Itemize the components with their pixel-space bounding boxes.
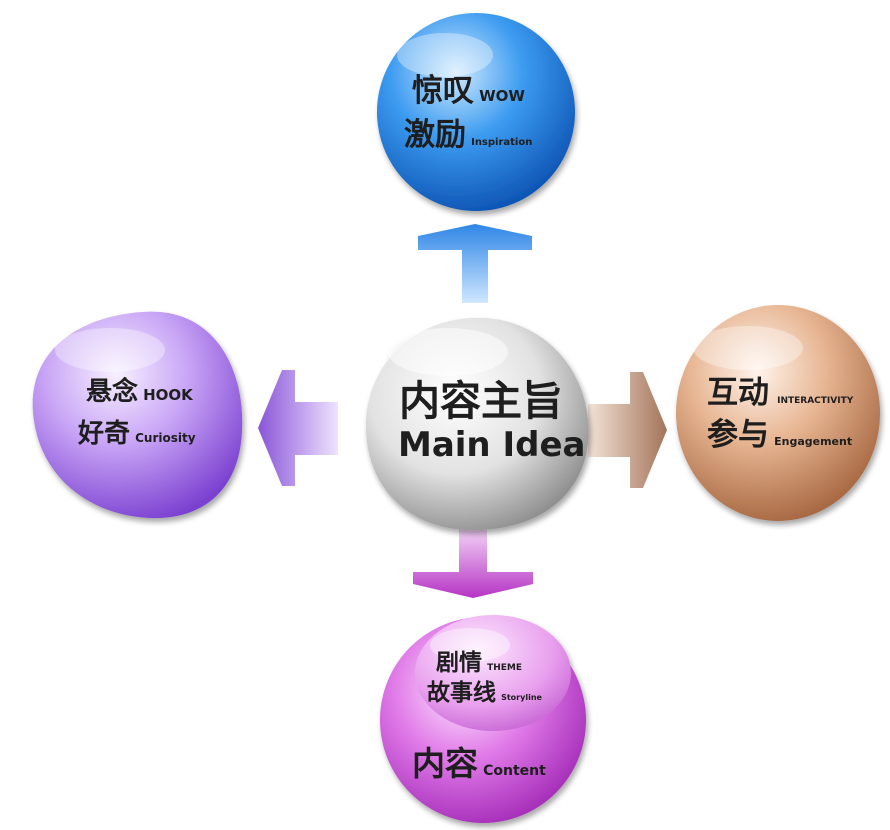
main-idea-en: Main Idea (398, 425, 585, 465)
arrow-right (588, 372, 667, 488)
top-line1-cn: 惊叹 (412, 73, 474, 109)
top-node (377, 13, 575, 211)
right-line1-cn: 互动 (707, 375, 769, 411)
svg-text:剧情 THEME: 剧情 THEME (436, 650, 522, 676)
bottom-inner-line2-cn: 故事线 (427, 679, 496, 706)
top-line2-cn: 激励 (404, 117, 466, 153)
left-line1-cn: 悬念 (86, 376, 138, 407)
left-line2-cn: 好奇 (77, 419, 130, 449)
svg-text:互动 INTERACTIVITY: 互动 INTERACTIVITY (707, 375, 854, 411)
arrow-up (418, 224, 532, 303)
right-node (676, 305, 880, 521)
bottom-outer-cn: 内容 (412, 744, 478, 783)
right-line1-en: INTERACTIVITY (777, 396, 854, 406)
bottom-node (380, 615, 586, 823)
bottom-inner-line2-en: Storyline (501, 693, 542, 702)
right-highlight (693, 326, 803, 370)
right-line2-cn: 参与 (707, 417, 769, 453)
top-line2-en: Inspiration (471, 137, 532, 148)
svg-text:故事线 Storyline: 故事线 Storyline (427, 679, 543, 706)
svg-text:内容 Content: 内容 Content (412, 744, 546, 783)
arrow-left (258, 370, 338, 486)
center-highlight (388, 328, 508, 376)
top-highlight (397, 33, 493, 77)
left-line1-en: HOOK (143, 386, 194, 404)
svg-text:好奇 Curiosity: 好奇 Curiosity (77, 419, 196, 449)
svg-text:激励 Inspiration: 激励 Inspiration (404, 117, 532, 153)
main-idea-cn: 内容主旨 (399, 377, 563, 425)
bottom-outer-en: Content (483, 763, 546, 779)
svg-text:惊叹 WOW: 惊叹 WOW (412, 73, 525, 109)
left-node (32, 311, 243, 519)
top-line1-en: WOW (479, 87, 525, 105)
svg-text:参与 Engagement: 参与 Engagement (707, 417, 852, 453)
svg-text:悬念 HOOK: 悬念 HOOK (86, 376, 194, 407)
right-line2-en: Engagement (774, 435, 852, 448)
bottom-inner-line1-cn: 剧情 (436, 650, 482, 676)
arrow-down (413, 527, 533, 598)
bottom-inner-line1-en: THEME (487, 663, 522, 673)
bottom-highlight (430, 628, 510, 662)
center-node (365, 317, 589, 531)
left-line2-en: Curiosity (135, 431, 196, 445)
left-highlight (55, 328, 165, 372)
